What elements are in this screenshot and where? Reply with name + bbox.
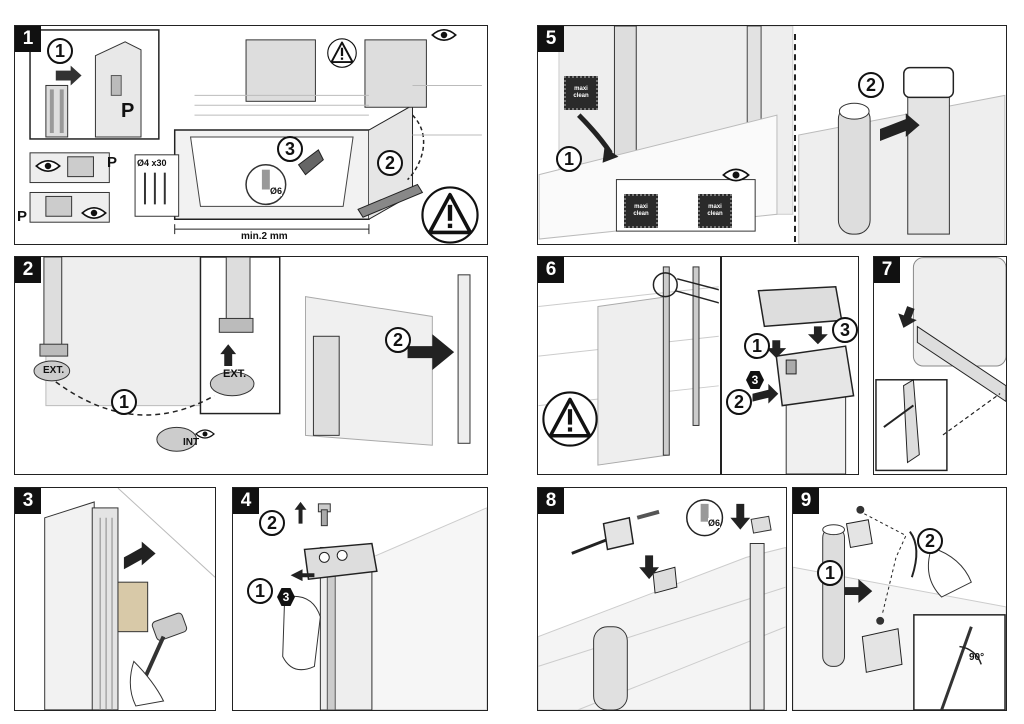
maxi-clean-sticker: maxiCLEAN	[564, 76, 598, 110]
step-5-badge: 5	[538, 26, 564, 52]
substep-1-marker: 1	[111, 389, 137, 415]
step-3-illustration	[44, 488, 215, 710]
step-1-illustration	[29, 29, 482, 235]
step-8-panel: 8 Ø6	[537, 487, 787, 711]
step-5-illustration	[538, 26, 1006, 244]
step-2-panel: 2 EXT. EXT. INT 1 2	[14, 256, 488, 475]
eye-icon-3	[81, 206, 107, 220]
step-9-panel: 9 1 2 90°	[792, 487, 1007, 711]
step-7-badge: 7	[874, 257, 900, 283]
step-3-panel: 3	[14, 487, 216, 711]
substep-1-marker: 1	[556, 146, 582, 172]
substep-3-marker: 3	[277, 136, 303, 162]
eye-icon-2	[35, 159, 61, 173]
int-label: INT	[183, 437, 200, 448]
step-2-illustration	[33, 257, 471, 452]
eye-icon	[431, 28, 457, 42]
step-5-divider	[794, 34, 796, 242]
step-3-badge: 3	[15, 488, 41, 514]
step-6-illustration	[538, 257, 858, 474]
warning-icon	[542, 391, 598, 447]
ext-label: EXT.	[43, 365, 65, 376]
step-8-illustration	[538, 499, 786, 710]
substep-3-marker: 3	[832, 317, 858, 343]
step-6-badge: 6	[538, 257, 564, 283]
step-9-illustration	[793, 505, 1006, 710]
step-7-panel: 7	[873, 256, 1007, 475]
eye-icon	[195, 429, 215, 439]
profile-p-label: P	[121, 100, 135, 122]
ext-label-2: EXT.	[223, 368, 247, 380]
step-1-panel: 1	[14, 25, 488, 245]
profile-p-label-2: P	[107, 154, 118, 171]
step-7-illustration	[875, 257, 1006, 472]
warning-icon	[421, 186, 479, 244]
maxi-clean-sticker-front: maxiCLEAN	[624, 194, 658, 228]
substep-3-hex-marker: 3	[746, 371, 764, 389]
step-6-panel: 6 1 3 3 2	[537, 256, 859, 475]
substep-2-marker: 2	[726, 389, 752, 415]
step-9-badge: 9	[793, 488, 819, 514]
substep-1-marker: 1	[744, 333, 770, 359]
step-8-badge: 8	[538, 488, 564, 514]
substep-2-marker: 2	[385, 327, 411, 353]
substep-2-marker: 2	[377, 150, 403, 176]
min-distance-label: min.2 mm	[241, 231, 288, 242]
drill-size-label: Ø6	[708, 518, 721, 528]
step-4-illustration	[282, 501, 487, 710]
step-4-panel: 4 2 1 3	[232, 487, 488, 711]
profile-p-label-3: P	[17, 208, 28, 225]
substep-1-marker: 1	[247, 578, 273, 604]
substep-1-marker: 1	[817, 560, 843, 586]
screws-spec-label: Ø4 x30	[137, 158, 167, 168]
substep-2-marker: 2	[917, 528, 943, 554]
maxi-clean-sticker-back: maxiCLEAN	[698, 194, 732, 228]
step-2-badge: 2	[15, 257, 41, 283]
substep-2-marker: 2	[858, 72, 884, 98]
step-6-divider	[720, 257, 722, 474]
drill-size-label: Ø6	[270, 186, 283, 196]
substep-1-marker: 1	[47, 38, 73, 64]
step-1-badge: 1	[15, 26, 41, 52]
substep-2-marker: 2	[259, 510, 285, 536]
step-5-panel: 5 1 2 maxiCLEAN maxiCLEAN maxiCLEAN	[537, 25, 1007, 245]
step-4-badge: 4	[233, 488, 259, 514]
eye-icon	[722, 168, 750, 182]
angle-label: 90°	[969, 652, 985, 663]
substep-3-hex-marker: 3	[277, 588, 295, 606]
warning-icon-small	[327, 38, 357, 68]
